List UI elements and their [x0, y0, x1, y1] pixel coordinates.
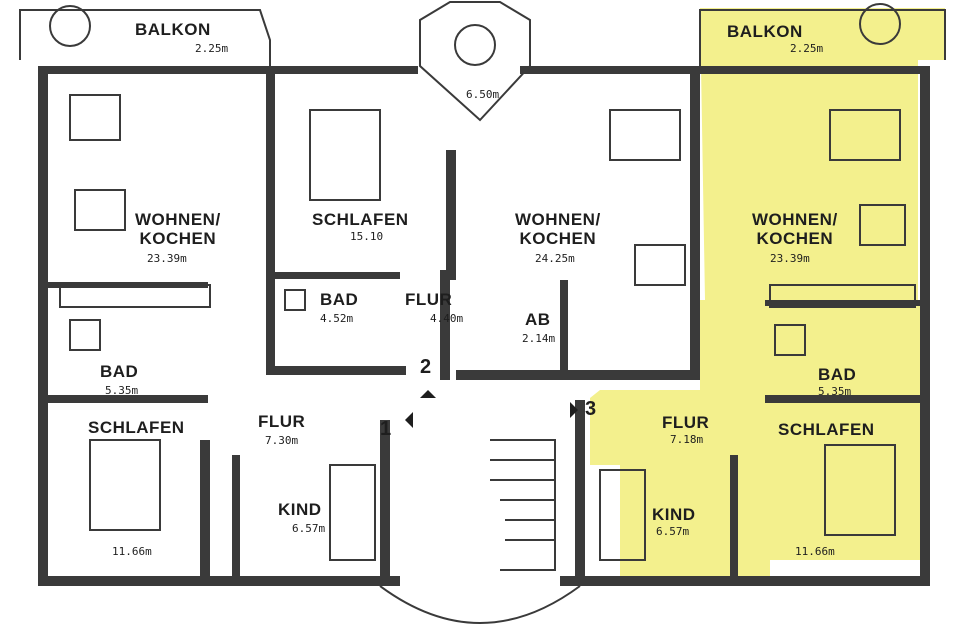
entrance-bay	[379, 585, 581, 624]
wall-north-center-left	[268, 66, 418, 74]
wall-east	[920, 66, 930, 586]
round-table-right	[859, 3, 901, 45]
wall-b	[266, 366, 406, 375]
flur-upper-name: FLUR	[405, 290, 453, 309]
wall-south-right	[560, 576, 930, 586]
wall-south-left	[38, 576, 400, 586]
apartment-3-highlight	[590, 8, 945, 580]
balkon-center-area: 6.50m	[466, 88, 500, 101]
bad-left-name: BAD	[100, 362, 139, 381]
wall-north-left	[38, 66, 268, 74]
wall-o	[765, 300, 920, 306]
wall-k	[380, 420, 390, 580]
furniture	[59, 94, 916, 561]
wohnen-right-name: WOHNEN/ KOCHEN	[752, 210, 838, 248]
bed-left	[89, 439, 161, 531]
bed-upper	[309, 109, 381, 201]
apartment-1-number: 1	[380, 418, 392, 440]
round-table-center	[454, 24, 496, 66]
wall-d	[446, 150, 456, 280]
apartment-2-number: 2	[420, 356, 432, 378]
bad-right-area: 5.35m	[818, 385, 852, 398]
arrow-3-icon	[570, 402, 578, 418]
sofa-left	[69, 94, 121, 141]
wall-west	[38, 66, 48, 586]
kind-bed-left	[329, 464, 376, 561]
flur-left-area: 7.30m	[265, 434, 299, 447]
wall-f	[690, 74, 700, 380]
wall-a	[266, 74, 275, 374]
flur-upper-area: 4.40m	[430, 312, 464, 325]
balkon-left-outline	[19, 9, 271, 66]
wohnen-left-name: WOHNEN/ KOCHEN	[135, 210, 221, 248]
flur-left-name: FLUR	[258, 412, 306, 431]
schlafen-right-name: SCHLAFEN	[778, 420, 875, 439]
wall-north-center-right	[520, 66, 700, 74]
staircase	[490, 439, 556, 571]
bad-left-area: 5.35m	[105, 384, 139, 397]
bad-upper-area: 4.52m	[320, 312, 354, 325]
wall-q	[560, 280, 568, 370]
round-table-left	[49, 5, 91, 47]
balkon-left-name: BALKON	[135, 20, 211, 39]
flur-right-name: FLUR	[662, 413, 710, 432]
sofa-right	[829, 109, 901, 161]
balconies	[19, 0, 946, 624]
balkon-center-outline	[419, 0, 531, 122]
wall-e	[456, 370, 696, 380]
schlafen-left-name: SCHLAFEN	[88, 418, 185, 437]
wall-j	[232, 455, 240, 576]
kind-left-area: 6.57m	[292, 522, 326, 535]
bathtub-left	[69, 319, 101, 351]
ab-area: 2.14m	[522, 332, 556, 345]
wall-p	[275, 272, 400, 279]
kitchen-counter-left	[59, 284, 211, 308]
exterior-walls	[38, 66, 930, 586]
wall-n	[765, 395, 920, 403]
stair-treads	[490, 439, 556, 571]
wohnen-center-area: 24.25m	[535, 252, 575, 265]
balkon-right-outline	[699, 9, 946, 66]
wohnen-left-area: 23.39m	[147, 252, 187, 265]
entrance-markers	[405, 390, 578, 428]
balkon-right-name: BALKON	[727, 22, 803, 41]
wall-m	[730, 455, 738, 576]
arrow-2-icon	[420, 390, 436, 398]
wohnen-center-name: WOHNEN/ KOCHEN	[515, 210, 601, 248]
kind-left-name: KIND	[278, 500, 322, 519]
kind-right-name: KIND	[652, 505, 696, 524]
sofa-center	[609, 109, 681, 161]
schlafen-right-area: 11.66m	[795, 545, 835, 558]
bad-right-name: BAD	[818, 365, 857, 384]
wall-l	[575, 400, 585, 580]
wall-north-right	[700, 66, 930, 74]
balkon-right-area: 2.25m	[790, 42, 824, 55]
kind-bed-right	[599, 469, 646, 561]
kitchen-counter-right	[769, 284, 916, 308]
highlight-area	[590, 8, 945, 580]
dining-table-left	[74, 189, 126, 231]
kind-right-area: 6.57m	[656, 525, 690, 538]
apartment-3-number: 3	[585, 398, 597, 420]
toilet-upper	[284, 289, 306, 311]
bathtub-right	[774, 324, 806, 356]
schlafen-upper-name: SCHLAFEN	[312, 210, 409, 229]
ab-name: AB	[525, 310, 551, 329]
wall-h	[48, 395, 208, 403]
arrow-1-icon	[405, 412, 413, 428]
schlafen-left-area: 11.66m	[112, 545, 152, 558]
flur-right-area: 7.18m	[670, 433, 704, 446]
wohnen-right-area: 23.39m	[770, 252, 810, 265]
wall-c	[440, 270, 450, 380]
wall-i	[200, 440, 210, 576]
schlafen-upper-area: 15.10	[350, 230, 384, 243]
bad-upper-name: BAD	[320, 290, 359, 309]
dining-table-center	[634, 244, 686, 286]
balkon-left-area: 2.25m	[195, 42, 229, 55]
bed-right	[824, 444, 896, 536]
dining-table-right	[859, 204, 906, 246]
